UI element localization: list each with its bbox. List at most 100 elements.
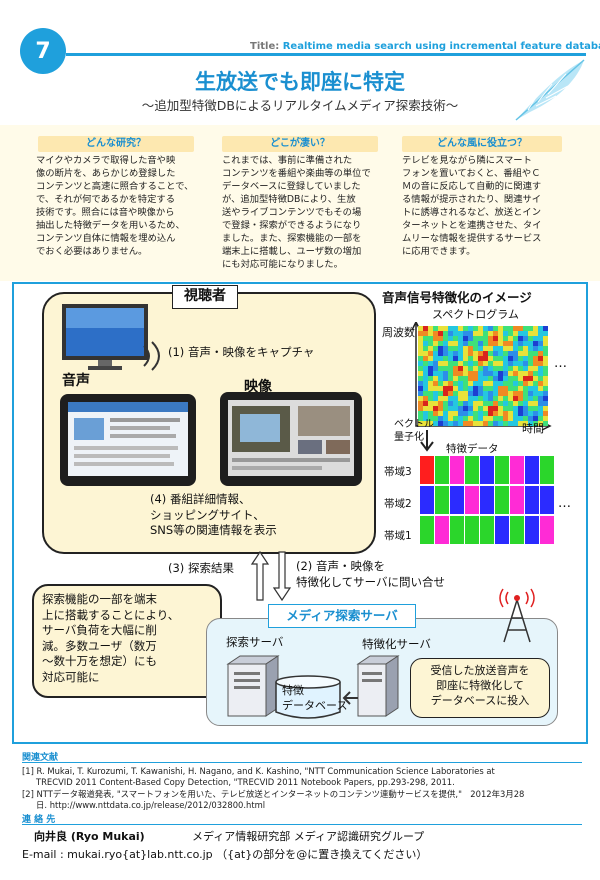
spectrogram-cell bbox=[488, 381, 493, 386]
spectrogram-cell bbox=[418, 401, 423, 406]
spectrogram-cell bbox=[488, 386, 493, 391]
spectrogram-cell bbox=[533, 331, 538, 336]
spectrogram-cell bbox=[488, 361, 493, 366]
spectrogram-cell bbox=[523, 341, 528, 346]
spectrogram-cell bbox=[433, 366, 438, 371]
intro-body-what: マイクやカメラで取得した音や映 像の断片を、あらかじめ登録した コンテンツと高速… bbox=[36, 154, 208, 258]
spectrogram-cell bbox=[508, 371, 513, 376]
result-info: (4) 番組詳細情報、 ショッピングサイト、 SNS等の関連情報を表示 bbox=[150, 492, 277, 539]
spectrogram-cell bbox=[523, 396, 528, 401]
feature-cell bbox=[465, 516, 479, 544]
spectrogram-cell bbox=[513, 376, 518, 381]
feature-cell bbox=[495, 516, 509, 544]
spectrogram-cell bbox=[453, 411, 458, 416]
spectrogram-cell bbox=[448, 331, 453, 336]
spectrogram-cell bbox=[448, 356, 453, 361]
spectrogram-cell bbox=[453, 396, 458, 401]
spectrogram-cell bbox=[533, 376, 538, 381]
spectrogram-cell bbox=[443, 326, 448, 331]
spectrogram-cell bbox=[448, 381, 453, 386]
spectrogram-cell bbox=[433, 391, 438, 396]
spectrogram-cell bbox=[538, 331, 543, 336]
spectrogram-cell bbox=[503, 351, 508, 356]
text-line: 量子化 bbox=[394, 432, 424, 443]
spectrogram-cell bbox=[468, 326, 473, 331]
spectrogram-cell bbox=[448, 391, 453, 396]
spectrogram-cell bbox=[523, 381, 528, 386]
spectrogram-cell bbox=[538, 386, 543, 391]
spectrogram-cell bbox=[463, 401, 468, 406]
spectrogram-cell bbox=[503, 396, 508, 401]
spectrogram-cell bbox=[533, 351, 538, 356]
text-line: データベース bbox=[282, 698, 348, 712]
spectrogram-cell bbox=[498, 361, 503, 366]
spectrogram-cell bbox=[473, 406, 478, 411]
text-line: に応用できます。 bbox=[402, 246, 476, 258]
spectrogram-cell bbox=[433, 406, 438, 411]
spectrogram-cell bbox=[463, 336, 468, 341]
feature-data-grid bbox=[420, 456, 554, 544]
spectrogram-cell bbox=[463, 391, 468, 396]
spectrogram-cell bbox=[468, 346, 473, 351]
spectrogram-cell bbox=[503, 366, 508, 371]
spectrogram-cell bbox=[428, 326, 433, 331]
title-bar: Title: Realtime media search using incre… bbox=[250, 41, 600, 52]
spectrogram-cell bbox=[488, 421, 493, 426]
spectrogram-cell bbox=[488, 326, 493, 331]
spectrogram-cell bbox=[503, 381, 508, 386]
spectrogram-cell bbox=[468, 416, 473, 421]
spectrogram-cell bbox=[473, 341, 478, 346]
spectrogram-cell bbox=[543, 366, 548, 371]
spectrogram-cell bbox=[433, 326, 438, 331]
spectrogram-cell bbox=[458, 336, 463, 341]
spectrogram-cell bbox=[483, 381, 488, 386]
text-line: ショッピングサイト、 bbox=[150, 507, 265, 522]
spectrogram-cell bbox=[438, 326, 443, 331]
spectrogram-cell bbox=[438, 346, 443, 351]
spectrogram-cell bbox=[423, 376, 428, 381]
feature-cell bbox=[495, 486, 509, 514]
spectrogram-cell bbox=[488, 411, 493, 416]
feature-cell bbox=[510, 486, 524, 514]
spectrogram-cell bbox=[513, 361, 518, 366]
section-number-badge: 7 bbox=[20, 28, 66, 74]
spectrogram-cell bbox=[488, 341, 493, 346]
spectrogram-cell bbox=[443, 361, 448, 366]
spectrogram-cell bbox=[503, 391, 508, 396]
spectrogram-cell bbox=[448, 326, 453, 331]
contact-email[interactable]: E-mail : mukai.ryo{at}lab.ntt.co.jp （{at… bbox=[22, 848, 428, 861]
feature-ellipsis: … bbox=[558, 496, 571, 511]
spectrogram-cell bbox=[513, 366, 518, 371]
spectrogram-cell bbox=[538, 326, 543, 331]
spectrogram-cell bbox=[428, 421, 433, 426]
spectrogram-cell bbox=[483, 366, 488, 371]
tablet-audio-icon bbox=[60, 394, 196, 486]
spectrogram-cell bbox=[513, 341, 518, 346]
spectrogram-cell bbox=[428, 386, 433, 391]
spectrogram-cell bbox=[463, 381, 468, 386]
spectrogram-cell bbox=[483, 401, 488, 406]
spectrogram-cell bbox=[493, 326, 498, 331]
spectrogram-cell bbox=[448, 401, 453, 406]
spectrogram-cell bbox=[468, 341, 473, 346]
spectrogram-cell bbox=[428, 346, 433, 351]
spectrogram-cell bbox=[453, 376, 458, 381]
spectrogram-cell bbox=[533, 396, 538, 401]
spectrogram-cell bbox=[458, 351, 463, 356]
spectrogram-cell bbox=[448, 396, 453, 401]
spectrogram-cell bbox=[458, 366, 463, 371]
spectrogram-cell bbox=[478, 386, 483, 391]
spectrogram-cell bbox=[478, 391, 483, 396]
spectrogram-cell bbox=[458, 346, 463, 351]
spectrogram-cell bbox=[518, 421, 523, 426]
spectrogram-cell bbox=[533, 366, 538, 371]
spectrogram-cell bbox=[493, 396, 498, 401]
spectrogram-ellipsis: … bbox=[554, 356, 567, 371]
spectrogram-cell bbox=[533, 416, 538, 421]
spectrogram-cell bbox=[428, 371, 433, 376]
text-line: マイクやカメラで取得した音や映 bbox=[36, 155, 176, 166]
spectrogram-cell bbox=[478, 331, 483, 336]
spectrogram-cell bbox=[458, 371, 463, 376]
spectrogram-cell bbox=[493, 366, 498, 371]
spectrogram-cell bbox=[518, 406, 523, 411]
